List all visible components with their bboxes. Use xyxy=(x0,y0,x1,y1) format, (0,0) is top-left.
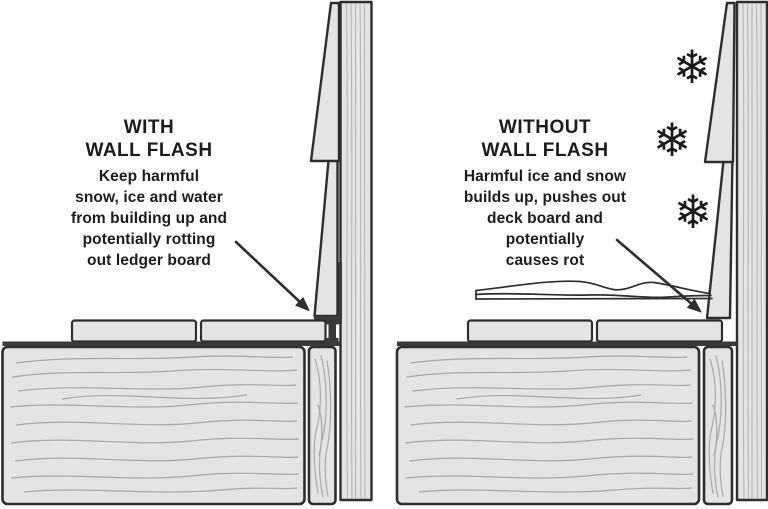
left-wall-board xyxy=(339,0,373,502)
left-flashing-under-siding xyxy=(314,316,341,323)
left-heading-line1: WITH xyxy=(123,117,175,138)
right-panel-heading: WITHOUT WALL FLASH xyxy=(424,116,666,162)
snowflakes: ❄ ❄ ❄ xyxy=(653,40,713,239)
left-caption-line: from building up and xyxy=(70,210,228,227)
right-wall-board xyxy=(735,0,768,502)
right-caption-line: deck board and xyxy=(487,210,603,227)
left-caption-line: snow, ice and water xyxy=(75,189,223,206)
left-ledger-board xyxy=(307,345,337,506)
snowflake-icon: ❄ xyxy=(673,40,712,94)
left-flashing-drip-edge xyxy=(326,320,339,343)
right-deck-board-1 xyxy=(466,319,594,343)
left-flashing-top-band xyxy=(2,341,341,346)
left-pointer-arrow xyxy=(234,240,310,311)
right-panel-drawing: ❄ ❄ ❄ xyxy=(395,0,768,506)
right-rim-joist xyxy=(395,345,701,506)
right-caption-line: builds up, pushes out xyxy=(463,189,627,206)
left-siding-upper xyxy=(309,1,341,163)
right-caption-line: causes rot xyxy=(505,252,585,269)
right-deck-boards xyxy=(466,319,724,343)
right-heading-line2: WALL FLASH xyxy=(481,140,609,161)
left-caption-line: potentially rotting xyxy=(82,231,216,248)
right-siding-upper xyxy=(703,1,736,164)
right-caption-line: Harmful ice and snow xyxy=(463,168,627,185)
left-deck-boards xyxy=(70,319,327,343)
left-flashing-wall-leg xyxy=(336,262,342,324)
left-panel-drawing xyxy=(1,0,373,506)
right-caption-line: potentially xyxy=(505,231,585,248)
right-top-edge-band xyxy=(397,341,737,346)
right-pointer-arrow xyxy=(615,238,702,313)
snowflake-icon: ❄ xyxy=(674,185,713,239)
left-panel-caption: Keep harmful snow, ice and water from bu… xyxy=(27,166,271,271)
left-siding-lower xyxy=(313,153,339,318)
snowflake-icon: ❄ xyxy=(653,113,692,167)
right-deck-board-2 xyxy=(595,319,724,343)
left-heading-line2: WALL FLASH xyxy=(85,140,213,161)
right-ledger-board xyxy=(702,345,734,506)
right-ice-buildup xyxy=(475,280,713,300)
left-caption-line: out ledger board xyxy=(87,252,211,269)
left-panel-heading: WITH WALL FLASH xyxy=(27,116,271,162)
right-panel-caption: Harmful ice and snow builds up, pushes o… xyxy=(424,166,666,271)
left-deck-board-2 xyxy=(199,319,327,343)
left-deck-board-1 xyxy=(70,319,198,343)
left-rim-joist xyxy=(1,345,306,506)
right-heading-line1: WITHOUT xyxy=(498,117,592,138)
left-caption-line: Keep harmful xyxy=(98,168,200,185)
